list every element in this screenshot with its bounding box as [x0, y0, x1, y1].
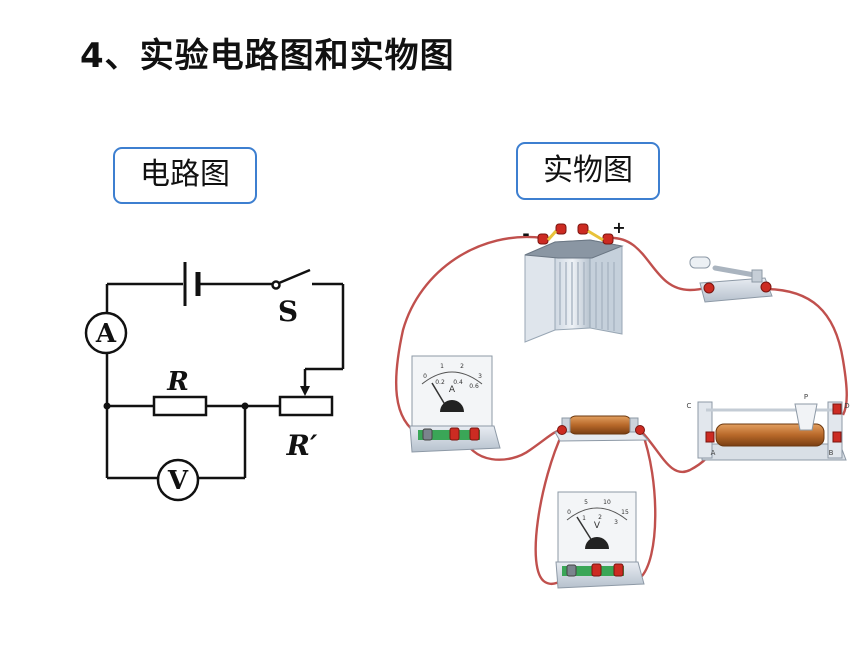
rheostat-terminal-label: A — [711, 449, 716, 457]
switch-terminal — [760, 281, 772, 293]
ammeter-letter: A — [95, 319, 117, 349]
ammeter-unit: A — [449, 385, 456, 395]
voltmeter-tick: 1 — [582, 515, 586, 522]
rheostat-symbol — [278, 395, 334, 417]
rheostat-terminal — [832, 403, 842, 415]
resistor-symbol — [152, 395, 208, 417]
rheostat-terminal-label: C — [687, 402, 692, 410]
voltmeter-terminal — [591, 563, 602, 577]
rheostat-terminal-labels: C D P A B — [687, 393, 850, 457]
ammeter-terminal — [422, 428, 433, 441]
battery-terminal — [537, 233, 549, 245]
ammeter-tick: 0.2 — [435, 379, 445, 386]
voltmeter-tick: 5 — [584, 499, 588, 506]
battery-minus-label: - — [522, 224, 529, 245]
voltmeter-tick: 15 — [621, 509, 629, 516]
resistor-terminal — [557, 425, 567, 435]
voltmeter-tick: 2 — [598, 514, 602, 521]
wire-battery-to-ammeter — [395, 235, 544, 437]
ammeter-tick: 2 — [460, 363, 464, 370]
battery-plus-label: + — [612, 218, 625, 237]
ammeter-tick: 0.6 — [469, 383, 479, 390]
voltmeter-scale: 0 5 10 15 1 2 3 — [567, 499, 629, 526]
ammeter-scale: 0 1 2 3 0.2 0.4 0.6 — [423, 363, 482, 390]
circuit-diagram-label: 电路图 — [113, 147, 257, 204]
ammeter-device — [409, 355, 501, 453]
rheostat-terminal-label: P — [804, 393, 808, 401]
ammeter-tick: 0.4 — [453, 379, 463, 386]
voltmeter-device — [555, 491, 645, 589]
ammeter-terminal — [449, 427, 460, 441]
rheostat-terminal-label: D — [844, 402, 849, 410]
circuit-diagram — [84, 262, 345, 502]
fixed-resistor-device — [554, 415, 650, 442]
knife-switch — [689, 256, 773, 303]
junction-dot — [103, 402, 111, 410]
ammeter-terminal — [469, 427, 480, 441]
rheostat-terminal — [832, 431, 842, 443]
rheostat-label: R′ — [286, 429, 318, 462]
voltmeter-unit: V — [594, 521, 601, 531]
battery-terminal — [555, 223, 567, 235]
rheostat-arrow — [300, 386, 310, 396]
voltmeter-tick: 3 — [614, 519, 618, 526]
switch-terminal — [703, 282, 715, 294]
physical-diagram-label: 实物图 — [516, 142, 660, 200]
page-title: 4、实验电路图和实物图 — [80, 36, 455, 76]
switch-symbol — [271, 268, 311, 290]
switch-label: S — [278, 295, 298, 328]
voltmeter-letter: V — [167, 466, 189, 496]
battery-terminal — [577, 223, 589, 235]
voltmeter-terminal — [613, 563, 624, 577]
voltmeter-tick: 0 — [567, 509, 571, 516]
voltmeter-terminal — [566, 564, 577, 577]
resistor-terminal — [635, 425, 645, 435]
voltmeter-symbol — [156, 458, 200, 502]
ammeter-tick: 3 — [478, 373, 482, 380]
voltmeter-tick: 10 — [603, 499, 611, 506]
rheostat-terminal-label: B — [829, 449, 834, 457]
resistor-label: R — [166, 367, 189, 397]
battery-symbol — [183, 262, 201, 306]
rheostat-terminal — [705, 431, 715, 443]
slide-rheostat-device — [697, 401, 847, 461]
ammeter-tick: 0 — [423, 373, 427, 380]
ammeter-tick: 1 — [440, 363, 444, 370]
wire-switch-to-rheostat — [766, 287, 848, 416]
battery-pack — [524, 223, 624, 343]
